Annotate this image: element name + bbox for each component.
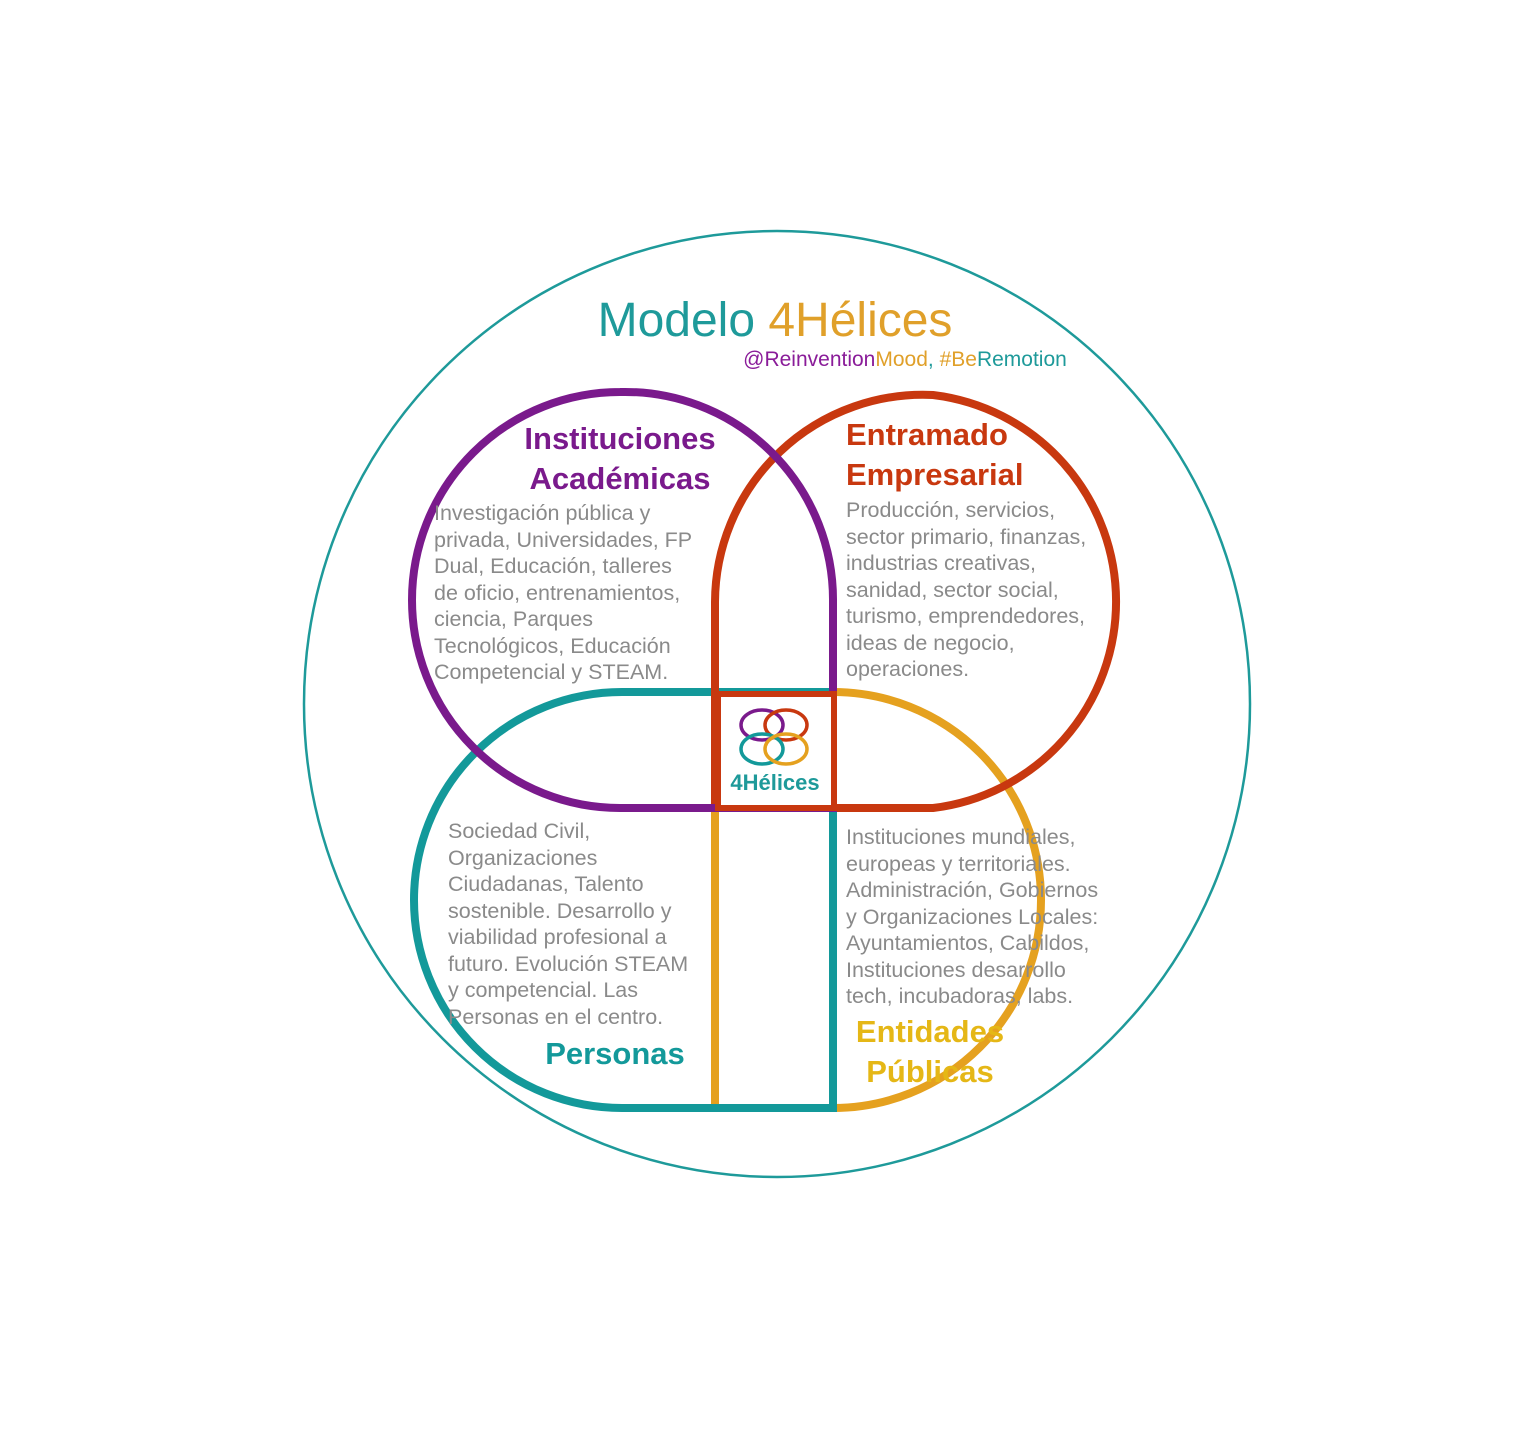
title-prefix: Modelo xyxy=(597,294,769,347)
title-accent: 4Hélices xyxy=(768,294,953,347)
outer-circle xyxy=(302,229,1252,1179)
center-logo-text: 4Hélices xyxy=(730,770,820,795)
diagram-subtitle: @ReinventionMood, #BeRemotion xyxy=(690,348,1120,372)
heading-empresarial: Entramado Empresarial xyxy=(846,417,1024,492)
body-academicas: Investigación pública y privada, Univers… xyxy=(434,501,693,684)
four-rings-logo-icon xyxy=(739,708,809,766)
body-empresarial: Producción, servicios, sector primario, … xyxy=(846,498,1087,681)
diagram-title: Modelo 4Hélices xyxy=(540,293,1010,348)
subtitle-part: #Be xyxy=(939,348,977,371)
body-personas: Sociedad Civil, Organizaciones Ciudadana… xyxy=(448,819,689,1029)
subtitle-part: , xyxy=(927,348,940,371)
body-publicas: Instituciones mundiales, europeas y terr… xyxy=(846,825,1099,1008)
heading-publicas: Entidades Públicas xyxy=(855,1014,1005,1089)
heading-personas: Personas xyxy=(545,1036,685,1071)
helix-shape-publicas xyxy=(711,688,1045,1112)
subtitle-part: @Reinvention xyxy=(743,348,876,371)
helix-shape-academicas xyxy=(408,387,838,812)
helix-shape-personas xyxy=(410,688,837,1112)
heading-academicas: Instituciones Académicas xyxy=(524,421,716,496)
helix-shape-empresarial xyxy=(711,390,1120,812)
subtitle-part: Mood xyxy=(875,348,928,371)
subtitle-part: Remotion xyxy=(976,348,1067,371)
